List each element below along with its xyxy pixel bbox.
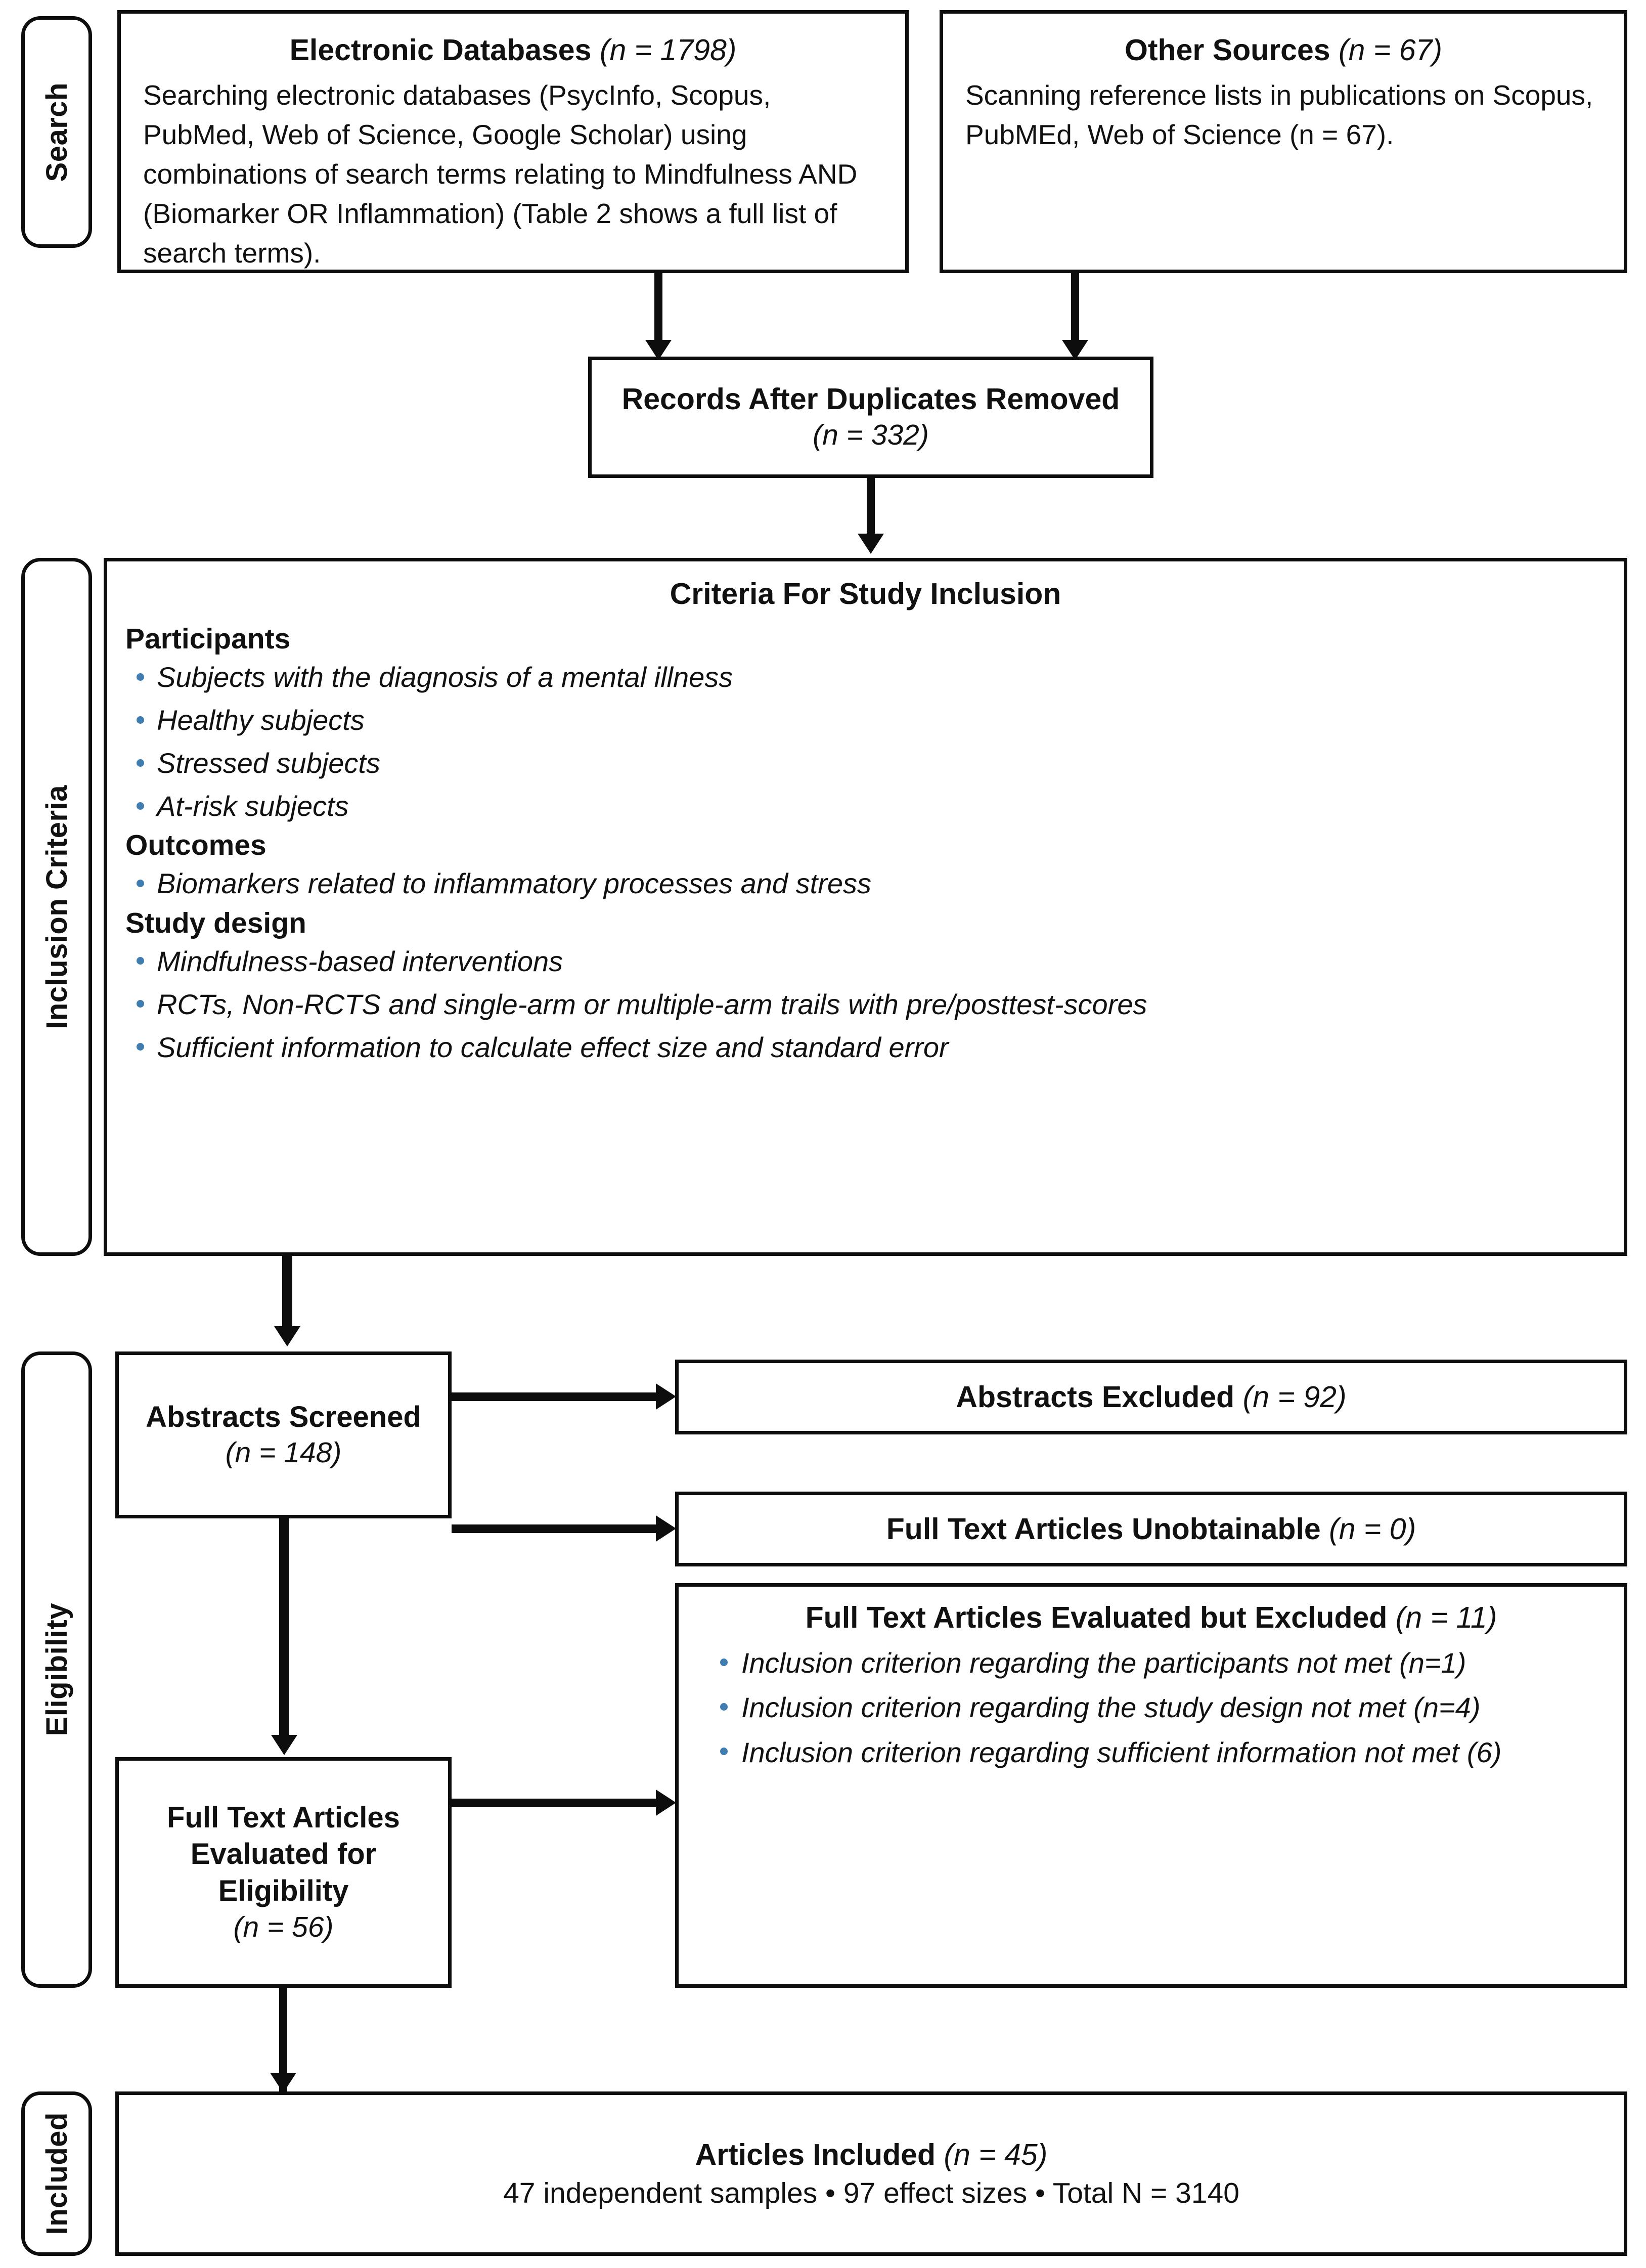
articles-included-summary: 47 independent samples • 97 effect sizes…	[503, 2176, 1239, 2209]
criteria-item: Stressed subjects	[125, 742, 1606, 784]
box-articles-included: Articles Included (n = 45) 47 independen…	[115, 2091, 1627, 2256]
electronic-databases-body: Searching electronic databases (PsycInfo…	[143, 79, 858, 269]
stage-label-search: Search	[21, 16, 92, 248]
stage-label-inclusion-criteria-text: Inclusion Criteria	[40, 784, 73, 1029]
connector-other-sources-to-records	[1071, 273, 1079, 348]
full-text-unobtainable-title: Full Text Articles Unobtainable	[886, 1512, 1321, 1546]
electronic-databases-title: Electronic Databases	[289, 33, 592, 67]
box-full-text-unobtainable: Full Text Articles Unobtainable (n = 0)	[675, 1492, 1627, 1566]
full-text-evaluated-count: (n = 56)	[233, 1911, 334, 1944]
connector-full-text-to-excluded	[452, 1799, 660, 1807]
records-after-duplicates-title: Records After Duplicates Removed	[621, 382, 1120, 416]
full-text-unobtainable-count: (n = 0)	[1329, 1512, 1416, 1546]
criteria-list-participants: Subjects with the diagnosis of a mental …	[125, 656, 1606, 827]
stage-label-included-text: Included	[40, 2112, 73, 2235]
other-sources-body: Scanning reference lists in publications…	[965, 79, 1593, 150]
arrow-criteria-to-abstracts	[274, 1326, 300, 1346]
criteria-heading-participants: Participants	[125, 623, 291, 655]
full-text-evaluated-title-line1: Full Text Articles	[167, 1801, 400, 1834]
criteria-item: Mindfulness-based interventions	[125, 940, 1606, 983]
other-sources-title: Other Sources	[1125, 33, 1330, 67]
full-text-evaluated-title-line3: Eligibility	[218, 1874, 349, 1907]
criteria-item: Biomarkers related to inflammatory proce…	[125, 862, 1606, 905]
list-item: Inclusion criterion regarding sufficient…	[691, 1730, 1612, 1775]
stage-label-inclusion-criteria: Inclusion Criteria	[21, 558, 92, 1256]
articles-included-count: (n = 45)	[944, 2138, 1048, 2172]
criteria-heading-outcomes: Outcomes	[125, 829, 266, 862]
abstracts-excluded-title: Abstracts Excluded	[956, 1380, 1235, 1414]
connector-records-to-criteria	[867, 478, 875, 538]
stage-label-search-text: Search	[40, 82, 73, 182]
full-text-excluded-title: Full Text Articles Evaluated but Exclude…	[805, 1601, 1388, 1634]
full-text-excluded-reason-list: Inclusion criterion regarding the partic…	[691, 1641, 1612, 1775]
stage-label-eligibility-text: Eligibility	[40, 1603, 73, 1736]
records-after-duplicates-count: (n = 332)	[813, 419, 929, 452]
arrow-abstracts-to-unobtainable	[656, 1515, 676, 1542]
full-text-excluded-count: (n = 11)	[1395, 1601, 1497, 1634]
criteria-list-outcomes: Biomarkers related to inflammatory proce…	[125, 862, 1606, 905]
connector-full-text-to-included	[279, 1988, 287, 2098]
box-full-text-evaluated: Full Text Articles Evaluated for Eligibi…	[115, 1757, 452, 1988]
criteria-item: RCTs, Non-RCTS and single-arm or multipl…	[125, 983, 1606, 1026]
connector-abstracts-to-excluded	[452, 1392, 660, 1401]
list-item: Inclusion criterion regarding the partic…	[691, 1641, 1612, 1685]
connector-abstracts-to-unobtainable	[452, 1524, 660, 1533]
connector-databases-to-records	[654, 273, 662, 348]
arrow-records-to-criteria	[858, 534, 884, 554]
abstracts-screened-count: (n = 148)	[225, 1436, 342, 1469]
box-other-sources: Other Sources (n = 67) Scanning referenc…	[940, 10, 1627, 273]
full-text-evaluated-title-line2: Evaluated for	[190, 1838, 377, 1871]
criteria-item: Subjects with the diagnosis of a mental …	[125, 656, 1606, 699]
criteria-heading-study-design: Study design	[125, 906, 306, 939]
abstracts-screened-title: Abstracts Screened	[146, 1400, 421, 1433]
electronic-databases-count: (n = 1798)	[599, 33, 737, 67]
list-item: Inclusion criterion regarding the study …	[691, 1685, 1612, 1730]
arrow-full-text-to-included	[270, 2073, 296, 2093]
arrow-full-text-to-excluded	[656, 1790, 676, 1816]
criteria-title: Criteria For Study Inclusion	[670, 577, 1061, 610]
arrow-abstracts-to-excluded	[656, 1383, 676, 1410]
box-electronic-databases: Electronic Databases (n = 1798) Searchin…	[117, 10, 909, 273]
criteria-item: Healthy subjects	[125, 699, 1606, 742]
box-abstracts-excluded: Abstracts Excluded (n = 92)	[675, 1360, 1627, 1434]
box-abstracts-screened: Abstracts Screened (n = 148)	[115, 1351, 452, 1518]
arrow-abstracts-to-full-text-evaluated	[271, 1735, 297, 1755]
box-records-after-duplicates: Records After Duplicates Removed (n = 33…	[588, 357, 1153, 478]
articles-included-title: Articles Included	[695, 2138, 936, 2172]
other-sources-count: (n = 67)	[1339, 33, 1442, 67]
criteria-list-study-design: Mindfulness-based interventions RCTs, No…	[125, 940, 1606, 1069]
box-criteria-for-study-inclusion: Criteria For Study Inclusion Participant…	[104, 558, 1627, 1256]
box-full-text-excluded: Full Text Articles Evaluated but Exclude…	[675, 1583, 1627, 1988]
stage-label-eligibility: Eligibility	[21, 1351, 92, 1988]
connector-criteria-to-abstracts	[282, 1256, 292, 1332]
connector-abstracts-to-full-text-evaluated	[279, 1518, 289, 1741]
criteria-item: At-risk subjects	[125, 784, 1606, 827]
stage-label-included: Included	[21, 2091, 92, 2256]
abstracts-excluded-count: (n = 92)	[1242, 1380, 1347, 1414]
criteria-item: Sufficient information to calculate effe…	[125, 1026, 1606, 1069]
